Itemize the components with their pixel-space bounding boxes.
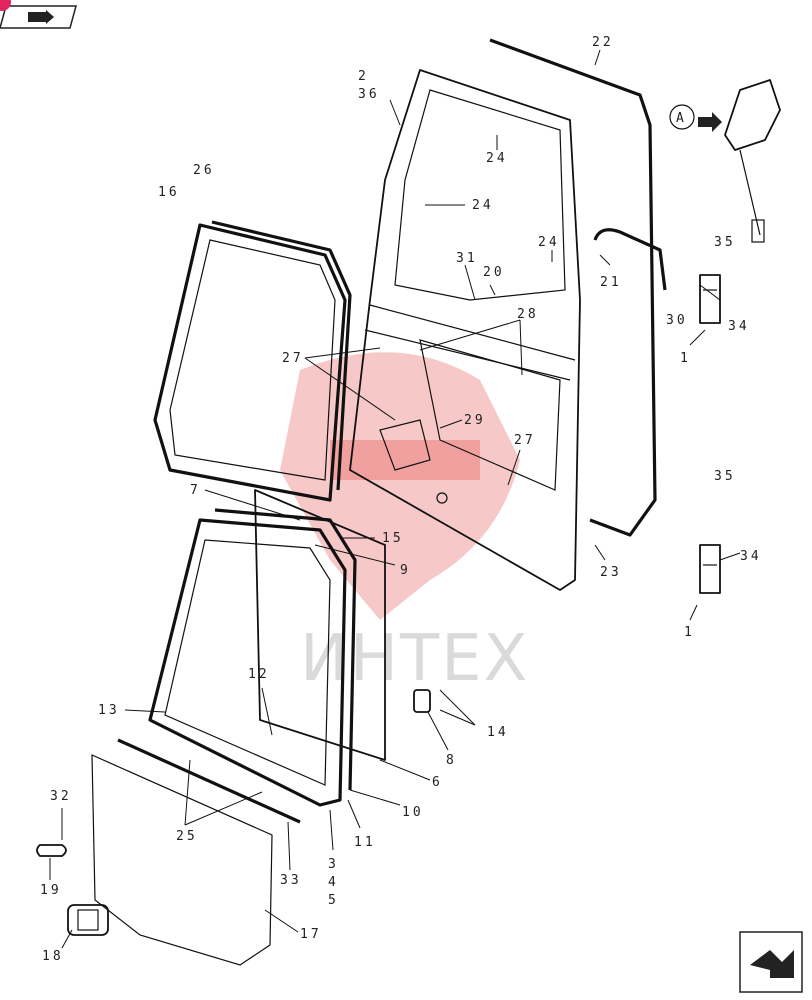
hinge-lower — [699, 544, 721, 594]
door-handle — [67, 904, 109, 936]
callout-28: 28 — [517, 307, 539, 322]
callout-11: 11 — [354, 835, 376, 850]
callout-26: 26 — [193, 163, 215, 178]
callouts: 22 2 36 24 24 24 31 20 21 35 30 34 1 26 … — [40, 35, 762, 964]
callout-22: 22 — [592, 35, 614, 50]
callout-32: 32 — [50, 789, 72, 804]
callout-14: 14 — [487, 725, 509, 740]
next-page-icon[interactable] — [739, 931, 803, 993]
callout-8: 8 — [446, 753, 457, 768]
door-seal — [489, 38, 657, 537]
sliding-window-frames — [117, 489, 386, 824]
callout-1a: 1 — [680, 351, 691, 366]
book-nav-icon[interactable] — [0, 0, 77, 29]
callout-15: 15 — [382, 531, 404, 546]
grab-handle — [593, 228, 667, 291]
upper-window — [153, 220, 352, 502]
callout-19: 19 — [40, 883, 62, 898]
callout-34a: 34 — [728, 319, 750, 334]
callout-24b: 24 — [472, 198, 494, 213]
callout-17: 17 — [300, 927, 322, 942]
callout-24a: 24 — [486, 151, 508, 166]
callout-25: 25 — [176, 829, 198, 844]
callout-2: 2 — [358, 69, 369, 84]
callout-21: 21 — [600, 275, 622, 290]
callout-20: 20 — [483, 265, 505, 280]
callout-33: 33 — [280, 873, 302, 888]
detail-marker: A — [676, 111, 687, 126]
callout-31: 31 — [456, 251, 478, 266]
watermark-emblem — [280, 352, 520, 620]
callout-9: 9 — [400, 563, 411, 578]
callout-4: 4 — [328, 875, 339, 890]
retaining-clip — [36, 844, 67, 857]
callout-35b: 35 — [714, 469, 736, 484]
leader-lines — [49, 49, 741, 949]
callout-35a: 35 — [714, 235, 736, 250]
callout-3: 3 — [328, 857, 339, 872]
callout-13: 13 — [98, 703, 120, 718]
lower-glass — [91, 754, 273, 966]
hinge-upper — [699, 274, 721, 324]
callout-27b: 27 — [514, 433, 536, 448]
callout-12: 12 — [248, 667, 270, 682]
door-frame — [349, 69, 581, 591]
latch-block — [413, 689, 431, 713]
callout-18: 18 — [42, 949, 64, 964]
callout-36: 36 — [358, 87, 380, 102]
callout-16: 16 — [158, 185, 180, 200]
callout-29: 29 — [464, 413, 486, 428]
callout-10: 10 — [402, 805, 424, 820]
callout-7: 7 — [190, 483, 201, 498]
callout-23: 23 — [600, 565, 622, 580]
callout-24c: 24 — [538, 235, 560, 250]
watermark-text: ИНТЕХ — [300, 622, 529, 696]
callout-5: 5 — [328, 893, 339, 908]
callout-30: 30 — [666, 313, 688, 328]
callout-1b: 1 — [684, 625, 695, 640]
callout-27a: 27 — [282, 351, 304, 366]
callout-6: 6 — [432, 775, 443, 790]
callout-34b: 34 — [740, 549, 762, 564]
latch-detail: A — [669, 79, 781, 243]
